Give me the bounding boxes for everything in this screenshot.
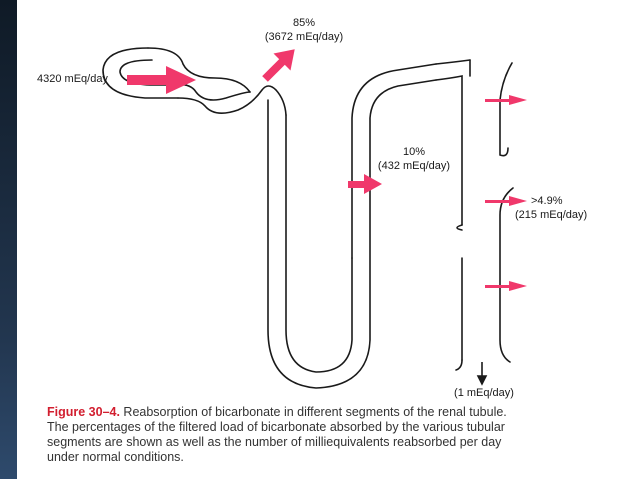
collecting-duct-right-top: [499, 62, 513, 157]
descending-limb-outer: [285, 114, 353, 373]
inflow-label: 4320 mEq/day: [37, 73, 108, 85]
excretion-arrow: [476, 362, 488, 386]
reabsorption-arrows: [127, 49, 527, 291]
collecting-reabsorption-arrow: [485, 196, 527, 206]
slide-edge-bar: [0, 0, 17, 479]
collecting-percent-label: >4.9%: [531, 195, 563, 207]
bowman-capsule-outer: [102, 47, 179, 99]
collecting-duct-left-low: [456, 224, 463, 231]
ascending-limb-inner: [351, 63, 437, 259]
figure-label: Figure 30–4.: [47, 405, 120, 419]
distal-tubule-upper: [435, 59, 471, 65]
caption-line-4: under normal conditions.: [47, 450, 184, 464]
excreted-label: (1 mEq/day): [454, 387, 514, 399]
distal-tubule-lower: [435, 75, 463, 226]
proximal-tubule-lower-wall: [177, 85, 287, 116]
figure-caption: Figure 30–4. Reabsorption of bicarbonate…: [47, 405, 607, 465]
proximal-tubule-upper-wall: [147, 47, 251, 93]
loop-reabsorption-arrow: [348, 174, 382, 194]
proximal-percent-label: 85%: [292, 17, 316, 29]
collecting-amount-label: (215 mEq/day): [515, 209, 588, 221]
collecting-duct-left-bottom: [455, 359, 463, 371]
medullary-reabsorption-arrow: [485, 281, 527, 291]
loop-percent-label: 10%: [402, 146, 426, 158]
caption-line-3: segments are shown as well as the number…: [47, 435, 502, 449]
proximal-reabsorption-arrow: [262, 49, 295, 82]
descending-limb-inner: [267, 79, 437, 389]
distal-reabsorption-arrow: [485, 95, 527, 105]
loop-amount-label: (432 mEq/day): [377, 160, 451, 172]
caption-line-2: The percentages of the filtered load of …: [47, 420, 505, 434]
proximal-tubule-inner-wall: [169, 83, 251, 101]
collecting-duct-right-mid: [499, 187, 514, 363]
proximal-amount-label: (3672 mEq/day): [264, 31, 344, 43]
inflow-arrow: [127, 66, 196, 94]
caption-line-1: Reabsorption of bicarbonate in different…: [119, 405, 507, 419]
renal-tubule-outline: [102, 47, 514, 389]
